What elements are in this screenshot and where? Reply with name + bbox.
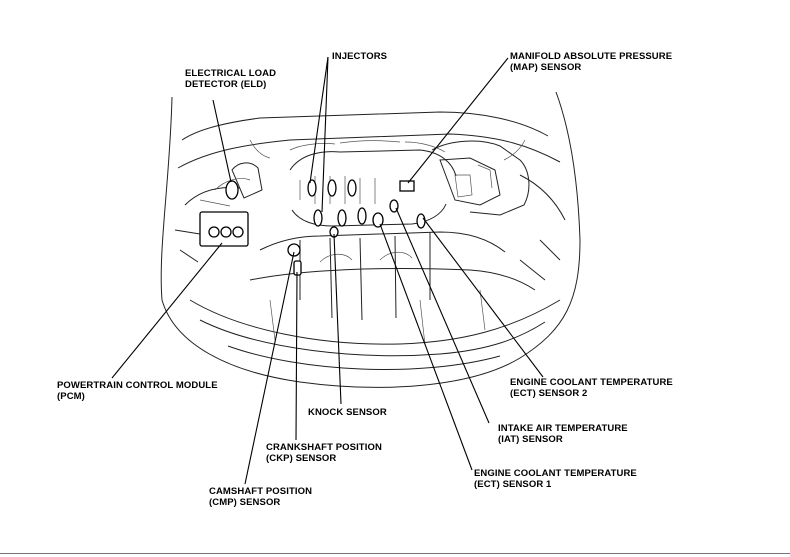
leader-eld — [212, 99, 232, 183]
label-map-sensor: MANIFOLD ABSOLUTE PRESSURE (MAP) SENSOR — [510, 51, 673, 73]
eld-unit — [225, 180, 239, 200]
leader-pcm — [111, 242, 223, 379]
label-iat: INTAKE AIR TEMPERATURE (IAT) SENSOR — [498, 423, 628, 445]
label-injectors: INJECTORS — [332, 51, 388, 62]
label-ect2: ENGINE COOLANT TEMPERATURE (ECT) SENSOR … — [510, 377, 673, 399]
leader-map — [407, 57, 509, 184]
leader-knock — [333, 233, 342, 405]
label-cmp: CAMSHAFT POSITION (CMP) SENSOR — [209, 486, 313, 508]
bottom-divider — [0, 553, 790, 554]
leader-injectors-1 — [309, 56, 329, 184]
map-sensor-part — [399, 180, 415, 192]
pcm-unit — [199, 211, 249, 247]
leader-cmp — [244, 251, 295, 485]
label-ckp: CRANKSHAFT POSITION (CKP) SENSOR — [266, 442, 382, 464]
leader-ect2 — [422, 217, 544, 378]
injector-parts — [307, 179, 367, 227]
leader-ect1 — [379, 223, 473, 471]
leader-ckp — [295, 271, 298, 441]
leader-lines — [111, 56, 544, 485]
label-eld: ELECTRICAL LOAD DETECTOR (ELD) — [185, 68, 277, 90]
label-knock-sensor: KNOCK SENSOR — [308, 407, 387, 418]
leader-injectors-2 — [321, 56, 329, 213]
engine-detail-lines — [199, 139, 526, 346]
leader-iat — [395, 207, 490, 424]
label-ect1: ENGINE COOLANT TEMPERATURE (ECT) SENSOR … — [474, 468, 637, 490]
label-pcm: POWERTRAIN CONTROL MODULE (PCM) — [57, 380, 218, 402]
ckp-cmp-parts — [287, 226, 339, 276]
